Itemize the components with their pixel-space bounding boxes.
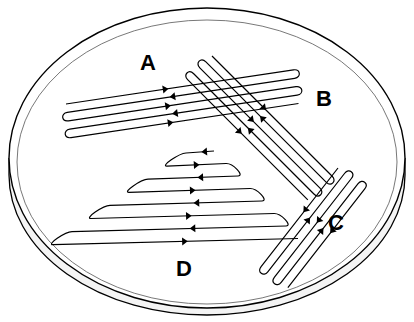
section-label: D: [176, 258, 192, 280]
direction-arrow: [182, 148, 207, 246]
streak-lines: [51, 56, 366, 288]
streak-d: [51, 151, 298, 245]
streak-c: [260, 168, 366, 288]
section-label: B: [316, 88, 332, 110]
direction-arrow: [162, 86, 178, 128]
section-label: A: [140, 52, 156, 74]
dish-inner-rim: [17, 20, 397, 304]
streak-a: [63, 70, 302, 138]
section-label: C: [328, 212, 344, 234]
streak-b: [186, 56, 334, 200]
dish-rim: [9, 8, 405, 308]
direction-arrow: [235, 103, 267, 134]
